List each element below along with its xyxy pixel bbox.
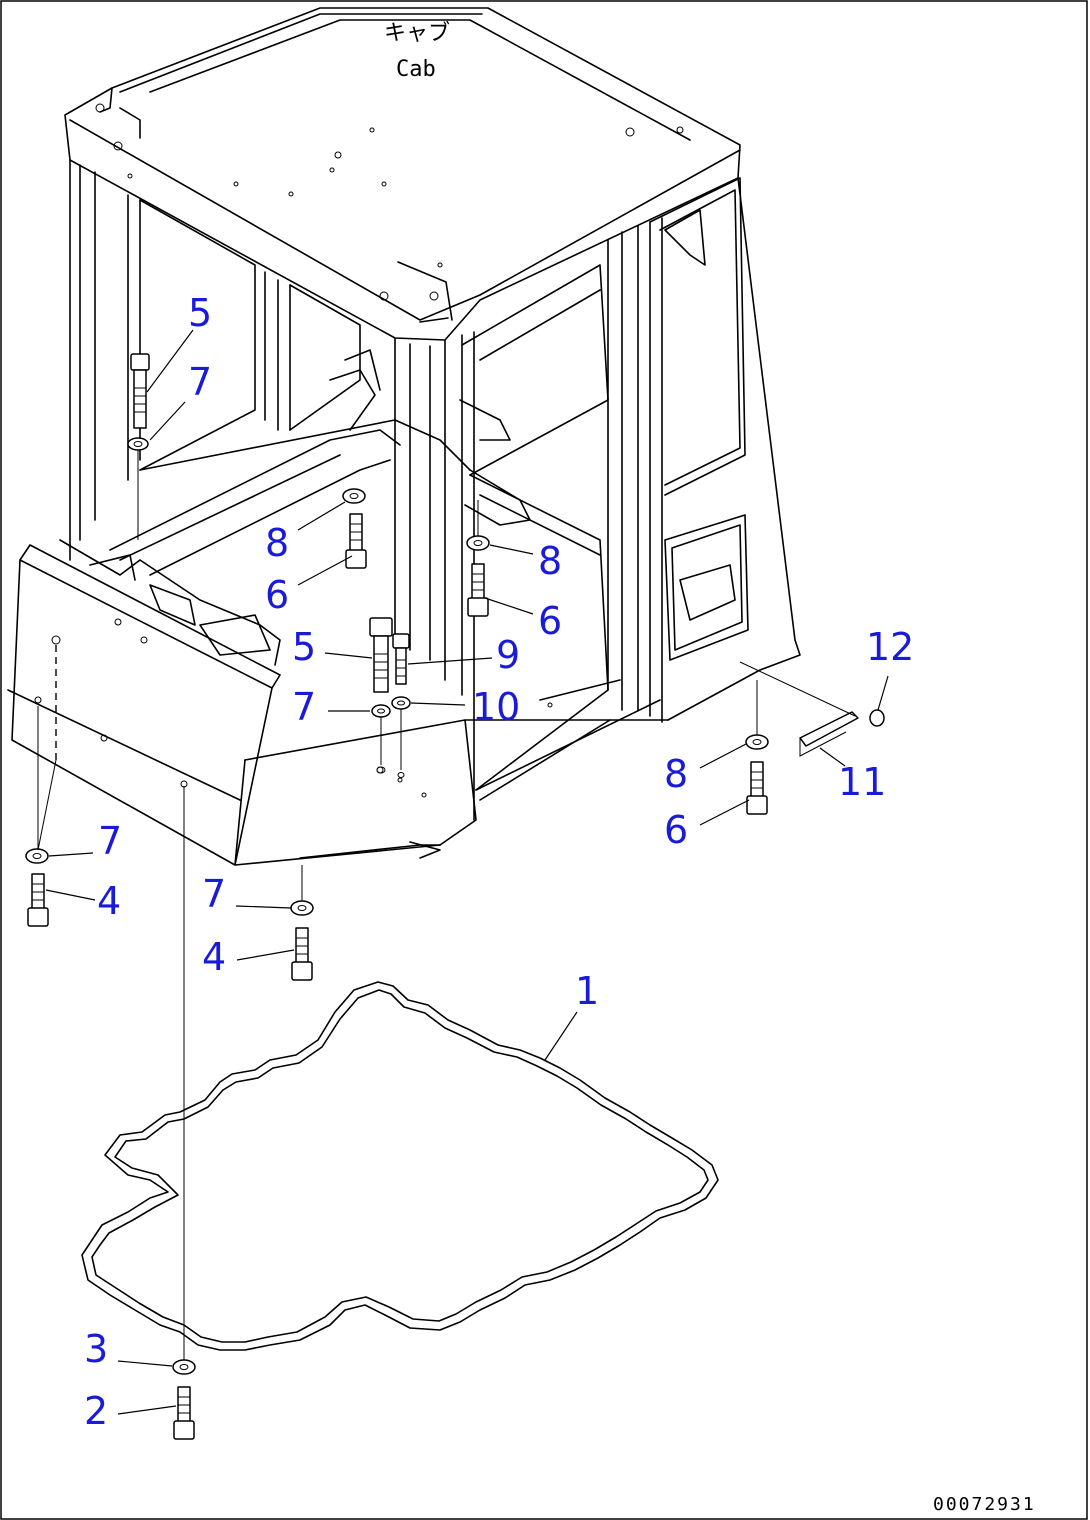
callout-6-c: 6 [664, 808, 688, 852]
bolt-5-upper [130, 353, 150, 429]
title-english: Cab [396, 57, 436, 82]
callout-7-lower: 7 [202, 872, 226, 916]
bolt-5-center [369, 617, 393, 693]
bolt-2 [173, 1386, 195, 1440]
drawing-code: 00072931 [933, 1494, 1036, 1515]
bolt-4-lower [291, 927, 313, 981]
callout-4-left: 4 [97, 879, 121, 923]
callout-3: 3 [84, 1327, 108, 1371]
seal-1 [81, 981, 719, 1351]
washer-7-lower [290, 865, 314, 916]
washer-3 [172, 1359, 196, 1375]
leader-lines [45, 329, 889, 1415]
bolt-4-left [27, 873, 49, 927]
washer-8-a [342, 488, 366, 504]
washer-10 [391, 696, 411, 778]
callout-6-b: 6 [538, 599, 562, 643]
callout-7-upper: 7 [188, 360, 212, 404]
callout-11: 11 [838, 760, 886, 804]
callout-2: 2 [84, 1389, 108, 1433]
callout-8-c: 8 [664, 752, 688, 796]
callout-5-center: 5 [292, 625, 316, 669]
washer-7-center [371, 704, 391, 774]
washer-8-b [466, 500, 490, 551]
bolt-9 [392, 633, 410, 685]
callout-8-b: 8 [538, 539, 562, 583]
bolt-6-c [746, 761, 768, 815]
bolt-6-b [467, 563, 489, 617]
title-japanese: キャブ [384, 21, 450, 46]
rivet-12 [869, 709, 885, 727]
cab-body [7, 7, 801, 866]
plate-11 [739, 661, 859, 757]
washer-8-c [745, 680, 769, 750]
callout-5-upper: 5 [188, 291, 212, 335]
callout-8-a: 8 [265, 521, 289, 565]
callout-7-left: 7 [98, 819, 122, 863]
callout-10: 10 [472, 685, 520, 729]
bolt-6-a [345, 513, 367, 569]
callout-9: 9 [496, 633, 520, 677]
dashed-guide-left [37, 645, 57, 851]
washer-7-left [25, 848, 49, 864]
callout-4-lower: 4 [202, 935, 226, 979]
callout-1: 1 [575, 969, 599, 1013]
callout-6-a: 6 [265, 573, 289, 617]
washer-7-upper [127, 437, 149, 540]
callout-12: 12 [866, 625, 914, 669]
callout-7-center: 7 [292, 685, 316, 729]
